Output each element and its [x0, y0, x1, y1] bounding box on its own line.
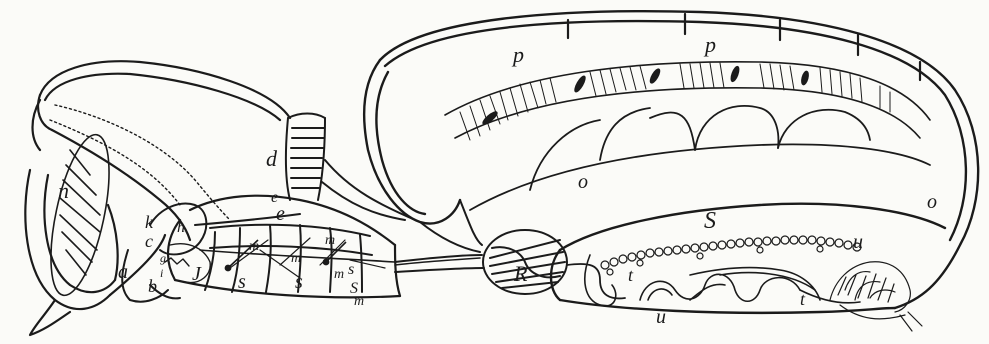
alary-muscle-hatching — [460, 63, 890, 140]
label-t1: t — [628, 265, 634, 285]
label-m1: m — [325, 233, 335, 248]
label-u1: u — [656, 306, 666, 328]
label-e2: e — [276, 203, 285, 225]
label-b: b — [148, 276, 157, 296]
label-i: i — [160, 266, 163, 280]
head-dotted-ducts — [50, 105, 230, 220]
label-r: R — [513, 261, 528, 286]
label-g: g — [160, 251, 166, 265]
label-h: h — [177, 219, 185, 236]
malpighian-tubules — [585, 255, 860, 306]
label-o1: o — [578, 171, 588, 193]
label-c: c — [145, 231, 153, 251]
label-s3: s — [348, 261, 354, 278]
label-p1: p — [511, 42, 524, 67]
label-j: J — [192, 263, 202, 285]
label-m4: m — [334, 267, 344, 282]
label-big-s: S — [704, 208, 716, 234]
label-a: a — [118, 261, 128, 283]
d-muscle-band — [286, 114, 420, 223]
label-k: k — [145, 212, 154, 232]
label-p2: p — [703, 32, 716, 57]
gland-cluster — [830, 262, 922, 331]
label-s2: s — [295, 271, 303, 293]
label-m2: m — [249, 239, 259, 254]
label-m3: m — [291, 251, 301, 266]
thorax-muscles — [205, 225, 372, 292]
ostia — [481, 65, 810, 126]
n-muscle — [39, 130, 120, 300]
label-n: n — [58, 178, 69, 203]
heart-chambers — [470, 106, 930, 210]
dorsal-vessel — [445, 62, 930, 138]
label-d: d — [266, 146, 278, 171]
label-u2: u — [853, 231, 863, 253]
abdomen-outline — [364, 11, 978, 313]
label-s1: s — [238, 271, 246, 293]
label-m5: m — [354, 294, 364, 309]
label-o2: o — [927, 191, 937, 213]
